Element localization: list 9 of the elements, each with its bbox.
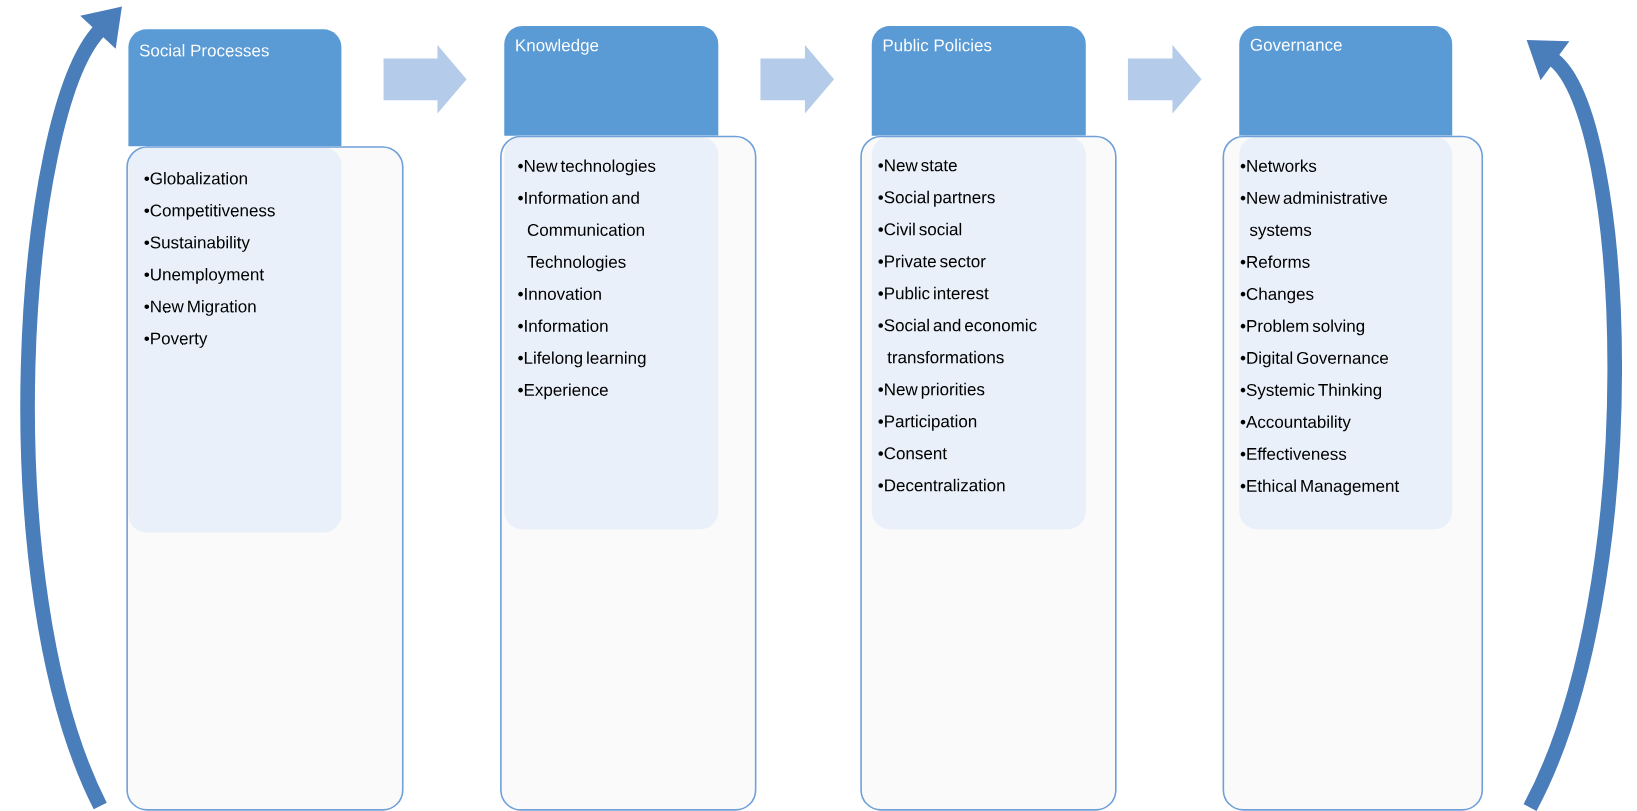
list-box: •Networks •New administrative systems •Reforms •Changes •Problem solving •Digital Governance •Systemic Thinking •Accountability •Effectiveness •Ethical Management [1222,135,1484,811]
header-tab: Governance [1239,26,1453,136]
list-box: •New state •Social partners •Civil social •Private sector •Public interest •Social and economic transformations •New priorities •Participation •Consent •Decentralization [860,135,1117,811]
header-tab: Knowledge [504,26,719,136]
header-tab: Public Policies [871,26,1086,136]
list-box: •Globalization •Competitiveness •Sustainability •Unemployment •New Migration •Poverty [126,146,404,811]
list-box: •New technologies •Information and Communication Technologies •Innovation •Information •Lifelong learning •Experience [500,135,757,811]
header-tab: Social Processes [128,29,342,147]
curved-arrow [1523,39,1622,811]
